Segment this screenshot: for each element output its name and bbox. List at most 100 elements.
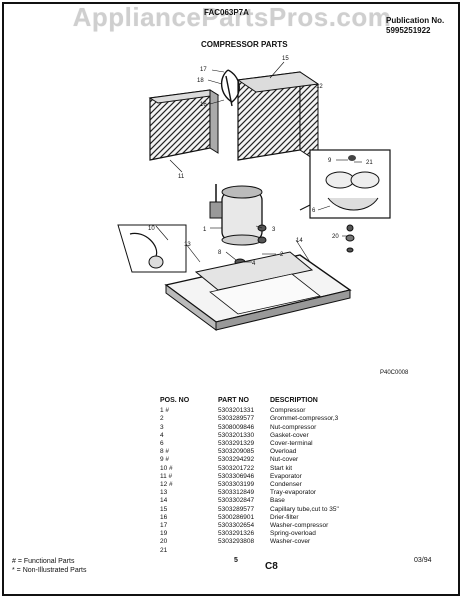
page-number: 5 [234,557,238,564]
base-pan [164,251,352,331]
description-cell: Spring-overload [270,530,316,538]
callout: 14 [296,238,303,244]
pos-no-cell: 15 [160,505,168,513]
description-cell: Capillary tube,cut to 35" [270,505,339,513]
description-cell: Cover-terminal [270,440,313,448]
part-no-cell: 5303303199 [218,481,255,489]
part-no-cell: 5303201331 [218,407,255,415]
description-cell: Compressor [270,407,306,415]
legend: # = Functional Parts * = Non-Illustrated… [12,557,87,575]
section-code: C8 [265,561,278,572]
pos-no-cell: 1 # [160,407,170,415]
callout: 13 [184,242,191,248]
callout: 4 [252,261,256,267]
part-no-cell: 5303302654 [218,522,255,530]
table-row: 8 # 5303209085 Overload [160,448,410,456]
table-row: 19 5303291326 Spring-overload [160,530,410,538]
description-cell [270,547,410,555]
callout: 11 [178,174,185,180]
table-header: POS. NO PART NO DESCRIPTION [160,397,410,405]
pos-no-cell: 13 [160,489,168,497]
description-cell: Nut-cover [270,456,299,464]
pos-no-cell: 8 # [160,448,170,456]
leader-lines [155,61,362,263]
table-row: 6 5303291329 Cover-terminal [160,440,410,448]
description-cell: Nut-compressor [270,423,317,431]
table-row: 1 # 5303201331 Compressor [160,407,410,415]
table-row: 15 5303289577 Capillary tube,cut to 35" [160,506,410,514]
evaporator-coil [148,89,220,161]
description-cell: Washer-compressor [270,522,329,530]
callout: 10 [148,226,155,232]
revision-date: 03/94 [414,557,432,564]
col-part-no: PART NO [218,397,249,404]
pos-no-cell: 3 [160,423,164,431]
callout: 17 [200,67,207,73]
section-title: COMPRESSOR PARTS [201,40,288,49]
figure-code: P40C0008 [380,370,409,376]
table-row: 17 5303302654 Washer-compressor [160,522,410,530]
description-cell: Base [270,497,285,505]
part-no-cell: 5303291326 [218,530,255,538]
part-no-cell: 5303312849 [218,489,255,497]
pos-no-cell: 19 [160,530,168,538]
callout-labels: 17 18 16 15 11 9 21 6 10 13 1 3 20 14 2 … [148,56,373,267]
capillary-tube [221,69,240,107]
callout: 2 [280,252,284,258]
pos-no-cell: 10 # [160,464,173,472]
pos-no-cell: 11 # [160,472,173,480]
description-cell: Start kit [270,464,293,472]
description-cell: Drier-filter [270,513,299,521]
part-no-cell: 5303294292 [218,456,255,464]
callout: 15 [282,56,289,62]
part-no-cell: 5303289577 [218,415,255,423]
callout: 12 [316,84,323,90]
part-no-cell: 5303306946 [218,472,255,480]
exploded-parts-diagram: 17 18 16 15 11 9 21 6 10 13 1 3 20 14 2 … [117,56,391,331]
table-row: 3 5308009846 Nut-compressor [160,424,410,432]
part-no-cell: 5303293808 [218,538,255,546]
callout: 21 [366,160,373,166]
pos-no-cell: 20 [160,538,168,546]
callout: 6 [312,208,316,214]
description-cell: Condenser [270,481,302,489]
description-cell: Grommet-compressor,3 [270,415,339,423]
pos-no-cell: 16 [160,513,168,521]
callout: 1 [203,227,207,233]
description-cell: Washer-cover [270,538,311,546]
callout: 8 [218,250,222,256]
callout: 9 [328,158,332,164]
pos-no-cell: 21 [160,546,168,554]
description-cell: Overload [270,448,297,456]
col-description: DESCRIPTION [270,397,318,404]
model-number: FAC063P7A [204,8,249,17]
part-no-cell: 5303209085 [218,448,255,456]
part-no-cell [218,547,270,555]
callout: 3 [272,227,276,233]
table-row: 21 [160,547,410,555]
condenser-coil [236,71,320,163]
legend-non-illustrated: * = Non-Illustrated Parts [12,567,87,574]
description-cell: Gasket-cover [270,431,309,439]
part-no-cell: 5303291329 [218,440,255,448]
part-no-cell: 5308009846 [218,423,255,431]
compressor [209,184,263,246]
pos-no-cell: 9 # [160,456,170,464]
pos-no-cell: 17 [160,522,168,530]
page-border [2,2,460,596]
pos-no-cell: 6 [160,440,164,448]
part-no-cell: 5303289577 [218,505,255,513]
overload-inset [299,149,391,219]
start-kit-inset [117,224,187,273]
col-pos-no: POS. NO [160,397,190,404]
callout: 16 [200,102,207,108]
